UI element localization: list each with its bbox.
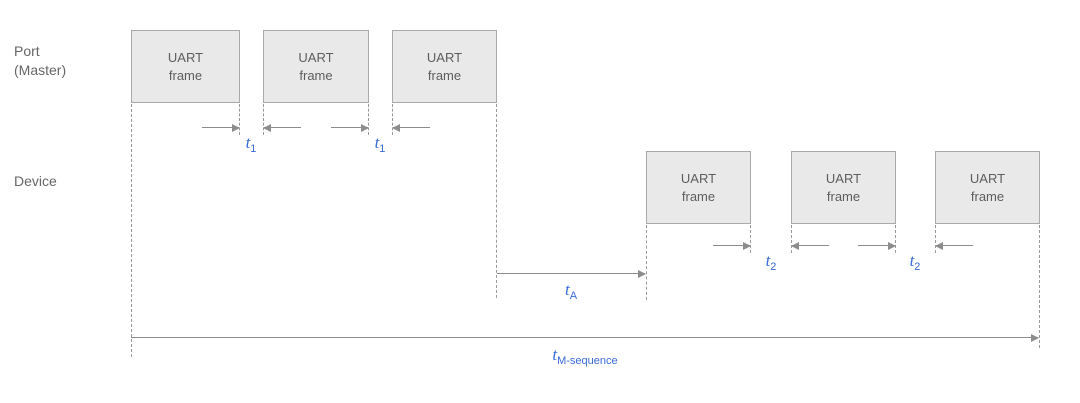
- gap-arrow-left: [791, 242, 829, 250]
- uart-frame-box: UART frame: [131, 30, 240, 103]
- gap-arrow-right: [713, 242, 751, 250]
- uart-frame-box: UART frame: [263, 30, 369, 103]
- ta-label: tA: [565, 280, 577, 302]
- master-row-label: Port (Master): [14, 43, 67, 78]
- t1-label-base: t: [374, 133, 380, 152]
- dashed-guide: [239, 104, 240, 135]
- dashed-guide: [263, 104, 264, 135]
- tm-sequence-label: tM-sequence: [552, 345, 617, 367]
- dashed-guide: [895, 225, 896, 253]
- device-row-label: Device: [14, 173, 57, 189]
- dashed-guide: [131, 104, 132, 357]
- tm-label-sub: M-sequence: [557, 355, 618, 368]
- uart-frame-box: UART frame: [935, 151, 1040, 224]
- dashed-guide: [1039, 225, 1040, 348]
- gap-arrow-right: [202, 124, 240, 132]
- dashed-guide: [750, 225, 751, 253]
- t1-label: t1: [375, 133, 386, 155]
- ta-label-sub: A: [569, 290, 578, 303]
- t2-label-base: t: [909, 251, 915, 270]
- ta-arrow: [497, 270, 646, 278]
- tm-label-base: t: [552, 345, 558, 364]
- t1-label-base: t: [245, 133, 251, 152]
- dashed-guide: [392, 104, 393, 135]
- uart-frame-box: UART frame: [392, 30, 497, 103]
- dashed-guide: [496, 104, 497, 298]
- uart-frame-box: UART frame: [791, 151, 896, 224]
- t1-label: t1: [246, 133, 257, 155]
- gap-arrow-left: [935, 242, 973, 250]
- m-sequence-arrow: [131, 334, 1039, 342]
- uart-frame-box: UART frame: [646, 151, 751, 224]
- t2-label-base: t: [765, 251, 771, 270]
- gap-arrow-left: [392, 124, 430, 132]
- t2-label: t2: [910, 251, 921, 273]
- dashed-guide: [646, 225, 647, 300]
- dashed-guide: [791, 225, 792, 253]
- dashed-guide: [935, 225, 936, 253]
- gap-arrow-right: [858, 242, 896, 250]
- t2-label-sub: 2: [770, 261, 777, 274]
- t1-label-sub: 1: [250, 143, 257, 156]
- gap-arrow-left: [263, 124, 301, 132]
- t2-label-sub: 2: [914, 261, 921, 274]
- t2-label: t2: [766, 251, 777, 273]
- dashed-guide: [368, 104, 369, 135]
- gap-arrow-right: [331, 124, 369, 132]
- t1-label-sub: 1: [379, 143, 386, 156]
- ta-label-base: t: [564, 280, 570, 299]
